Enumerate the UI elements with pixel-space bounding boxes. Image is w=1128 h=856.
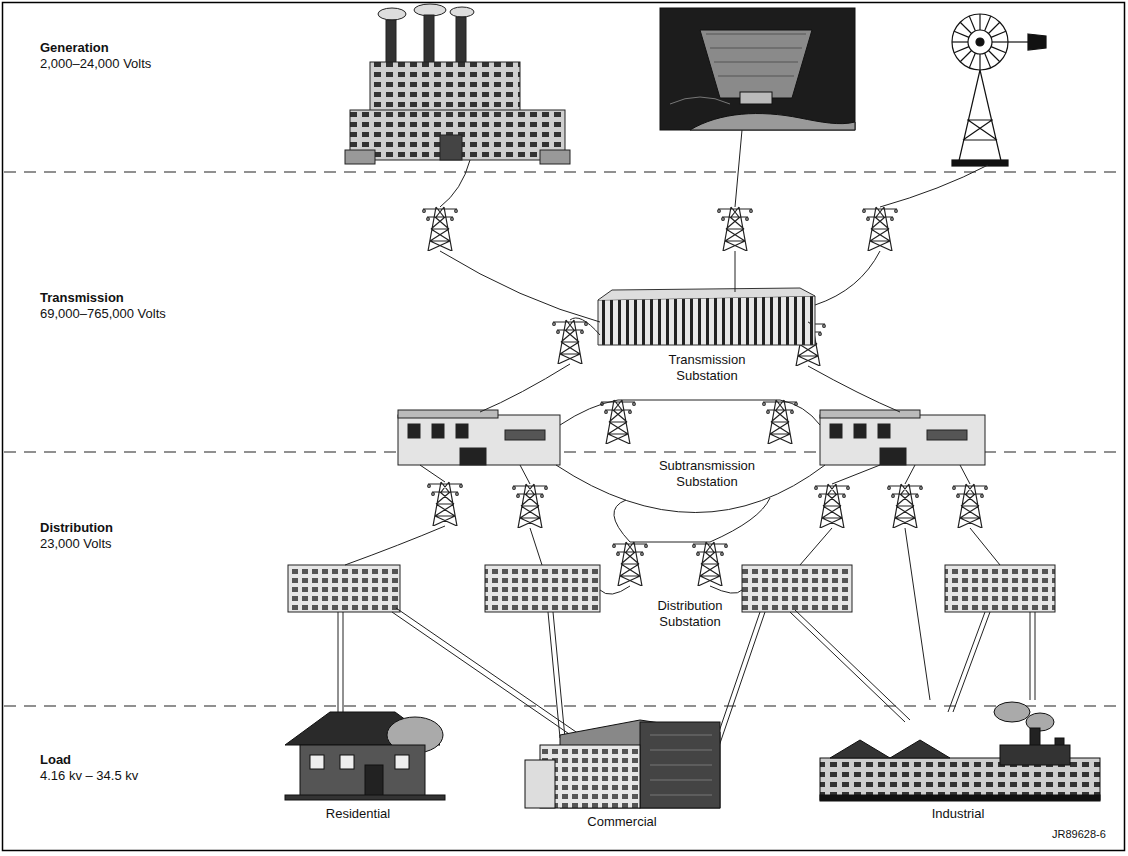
load-label: Industrial <box>932 806 985 822</box>
load-label: Residential <box>326 806 390 822</box>
band-heading: Distribution <box>40 520 113 536</box>
band-heading: Generation <box>40 40 109 56</box>
voltage-range: 23,000 Volts <box>40 536 112 552</box>
voltage-range: 69,000–765,000 Volts <box>40 306 166 322</box>
band-heading: Load <box>40 752 71 768</box>
substation-label: Distribution Substation <box>640 598 740 630</box>
band-heading: Transmission <box>40 290 124 306</box>
substation-label: Subtransmission Substation <box>642 458 772 490</box>
voltage-range: 2,000–24,000 Volts <box>40 56 151 72</box>
load-label: Commercial <box>587 814 656 830</box>
figure-id: JR89628-6 <box>1052 826 1106 842</box>
substation-label: Transmission Substation <box>652 352 762 384</box>
voltage-range: 4.16 kv – 34.5 kv <box>40 768 138 784</box>
